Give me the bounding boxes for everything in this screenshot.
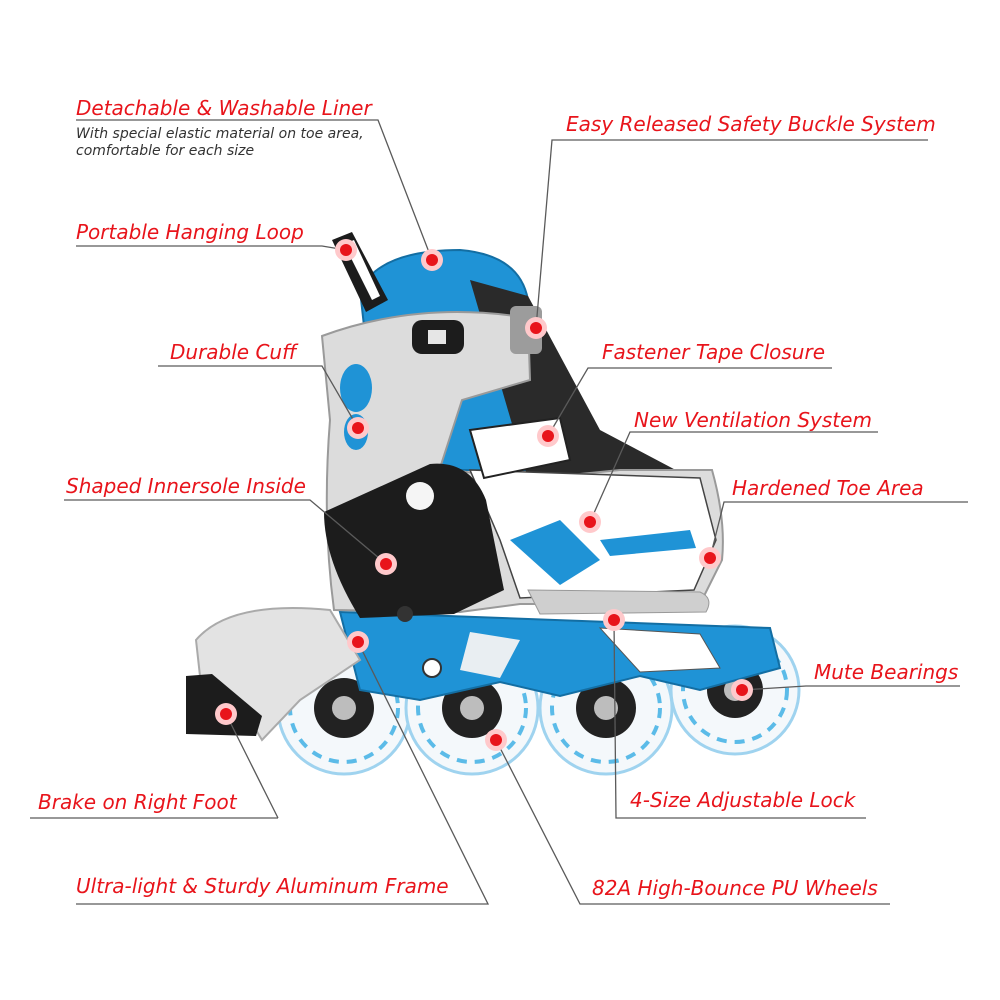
hotspot-brake bbox=[215, 703, 237, 725]
label-lock: 4-Size Adjustable Lock bbox=[630, 788, 856, 812]
leader-buckle bbox=[535, 139, 928, 329]
hotspot-loop bbox=[335, 239, 357, 261]
hotspot-ventilation bbox=[579, 511, 601, 533]
hotspot-frame bbox=[347, 631, 369, 653]
hotspot-buckle bbox=[525, 317, 547, 339]
leader-fastener bbox=[547, 367, 832, 437]
label-fastener: Fastener Tape Closure bbox=[602, 340, 825, 364]
hotspot-lock bbox=[603, 609, 625, 631]
leader-brake bbox=[225, 713, 279, 819]
hotspot-cuff bbox=[347, 417, 369, 439]
label-cuff: Durable Cuff bbox=[170, 340, 297, 364]
label-toe: Hardened Toe Area bbox=[732, 476, 924, 500]
label-liner-description: With special elastic material on toe are… bbox=[76, 126, 364, 159]
hotspots bbox=[215, 239, 753, 751]
label-ventilation: New Ventilation System bbox=[634, 408, 872, 432]
frame bbox=[338, 610, 782, 702]
hotspot-liner bbox=[421, 249, 443, 271]
label-brake: Brake on Right Foot bbox=[38, 790, 237, 814]
leader-wheels bbox=[495, 739, 890, 905]
boot bbox=[320, 232, 724, 622]
leader-liner bbox=[76, 119, 433, 261]
label-liner: Detachable & Washable Liner bbox=[76, 96, 372, 120]
label-loop: Portable Hanging Loop bbox=[76, 220, 304, 244]
hotspot-wheels bbox=[485, 729, 507, 751]
hotspot-toe bbox=[699, 547, 721, 569]
label-bearings: Mute Bearings bbox=[814, 660, 959, 684]
leader-bearings bbox=[741, 685, 960, 691]
leader-cuff bbox=[158, 365, 359, 429]
leader-toe bbox=[709, 501, 968, 559]
label-buckle: Easy Released Safety Buckle System bbox=[566, 112, 936, 136]
label-innersole: Shaped Innersole Inside bbox=[66, 474, 306, 498]
label-wheels: 82A High-Bounce PU Wheels bbox=[592, 876, 878, 900]
leader-lines bbox=[30, 119, 968, 905]
leader-ventilation bbox=[589, 431, 878, 523]
leader-lock bbox=[613, 619, 866, 819]
leader-frame bbox=[76, 641, 490, 905]
leader-innersole bbox=[64, 499, 387, 565]
hotspot-fastener bbox=[537, 425, 559, 447]
hotspot-innersole bbox=[375, 553, 397, 575]
leader-loop bbox=[76, 245, 347, 251]
label-frame: Ultra-light & Sturdy Aluminum Frame bbox=[76, 874, 449, 898]
hotspot-bearings bbox=[731, 679, 753, 701]
